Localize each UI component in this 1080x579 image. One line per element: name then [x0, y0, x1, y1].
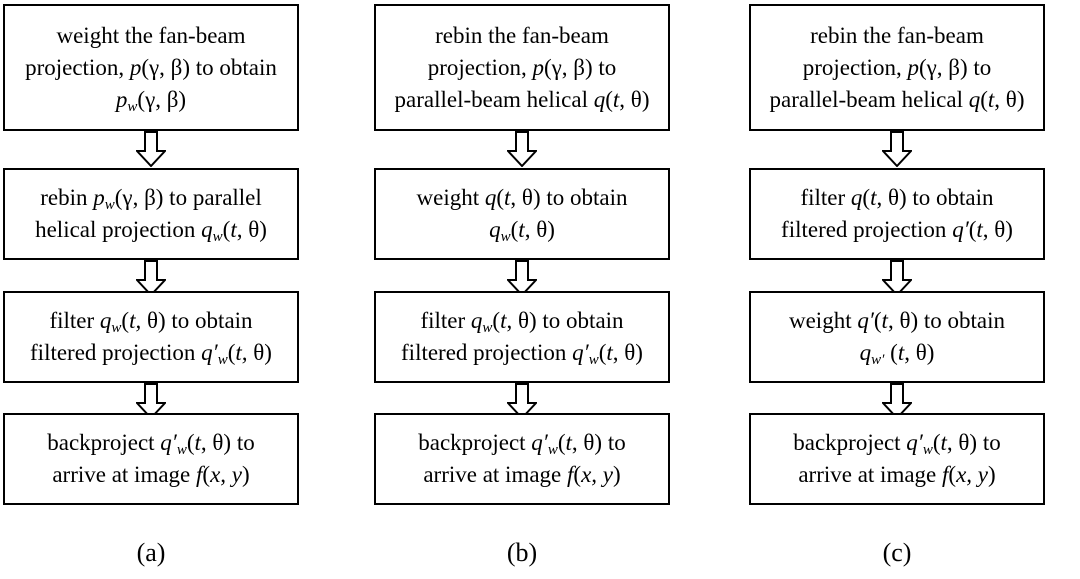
step-text-line: qw(t, θ) [489, 217, 555, 245]
down-arrow-icon [507, 260, 537, 296]
step-box: backproject q′w(t, θ) to arrive at image … [749, 413, 1045, 505]
hollow-arrow-shape [136, 260, 166, 296]
step-text-line: pw(γ, β) [115, 86, 187, 115]
step-box: backproject q′w(t, θ) to arrive at image … [3, 413, 299, 505]
step-box: rebin the fan-beam projection, p(γ, β) to… [749, 4, 1045, 131]
step-text-line: arrive at image f(x, y) [798, 462, 996, 487]
step-text-line: weight q(t, θ) to obtain [416, 185, 628, 210]
step-text-line: filter qw(t, θ) to obtain [49, 308, 253, 336]
down-arrow-icon [882, 131, 912, 167]
panel-caption: (c) [882, 538, 912, 567]
panel-caption: (b) [506, 538, 538, 567]
step-box: rebin the fan-beam projection, p(γ, β) to… [374, 4, 670, 131]
step-box: weight q(t, θ) to obtain qw(t, θ) [374, 168, 670, 260]
step-text-line: backproject q′w(t, θ) to [418, 430, 626, 458]
step-text-line: rebin the fan-beam [435, 22, 609, 48]
hollow-arrow-shape [507, 383, 537, 419]
step-text-line: rebin the fan-beam [810, 22, 984, 48]
step-text-line: projection, p(γ, β) to [802, 54, 992, 80]
hollow-arrow-shape [882, 260, 912, 296]
down-arrow-icon [136, 383, 166, 419]
step-text-line: filtered projection q′w(t, θ) [401, 340, 643, 368]
step-text-line: weight q′(t, θ) to obtain [788, 308, 1005, 333]
down-arrow-icon [136, 260, 166, 296]
step-text-line: helical projection qw(t, θ) [35, 217, 267, 245]
step-text-line: arrive at image f(x, y) [423, 462, 621, 487]
step-text-line: parallel-beam helical q(t, θ) [394, 86, 650, 112]
panel-caption: (a) [136, 538, 166, 567]
step-text-line: rebin pw(γ, β) to parallel [40, 185, 262, 213]
step-text-line: arrive at image f(x, y) [52, 462, 250, 487]
step-text-line: backproject q′w(t, θ) to [47, 430, 255, 458]
step-text-line: filter q(t, θ) to obtain [800, 185, 994, 210]
step-text-line: weight the fan-beam [56, 22, 246, 48]
down-arrow-icon [507, 131, 537, 167]
down-arrow-icon [507, 383, 537, 419]
flowchart-b: rebin the fan-beam projection, p(γ, β) to… [374, 0, 670, 579]
hollow-arrow-shape [136, 131, 166, 167]
step-text-line: backproject q′w(t, θ) to [793, 430, 1001, 458]
down-arrow-icon [882, 260, 912, 296]
step-box: rebin pw(γ, β) to parallel helical projec… [3, 168, 299, 260]
step-box: backproject q′w(t, θ) to arrive at image … [374, 413, 670, 505]
hollow-arrow-shape [882, 383, 912, 419]
step-text-line: filtered projection q′w(t, θ) [30, 340, 272, 368]
step-box: weight q′(t, θ) to obtain qw′ (t, θ) [749, 291, 1045, 383]
hollow-arrow-shape [507, 260, 537, 296]
step-text-line: qw′ (t, θ) [859, 340, 935, 368]
hollow-arrow-shape [136, 383, 166, 419]
step-box: filter qw(t, θ) to obtain filtered projec… [3, 291, 299, 383]
step-text-line: projection, p(γ, β) to obtain [25, 54, 277, 80]
hollow-arrow-shape [507, 131, 537, 167]
step-box: filter q(t, θ) to obtain filtered project… [749, 168, 1045, 260]
down-arrow-icon [136, 131, 166, 167]
flowchart-c: rebin the fan-beam projection, p(γ, β) to… [749, 0, 1045, 579]
hollow-arrow-shape [882, 131, 912, 167]
step-text-line: projection, p(γ, β) to [427, 54, 617, 80]
step-text-line: filtered projection q′(t, θ) [781, 217, 1013, 242]
step-text-line: parallel-beam helical q(t, θ) [769, 86, 1025, 112]
step-text-line: filter qw(t, θ) to obtain [420, 308, 624, 336]
flowchart-a: weight the fan-beam projection, p(γ, β) t… [3, 0, 299, 579]
down-arrow-icon [882, 383, 912, 419]
step-box: weight the fan-beam projection, p(γ, β) t… [3, 4, 299, 131]
step-box: filter qw(t, θ) to obtain filtered projec… [374, 291, 670, 383]
